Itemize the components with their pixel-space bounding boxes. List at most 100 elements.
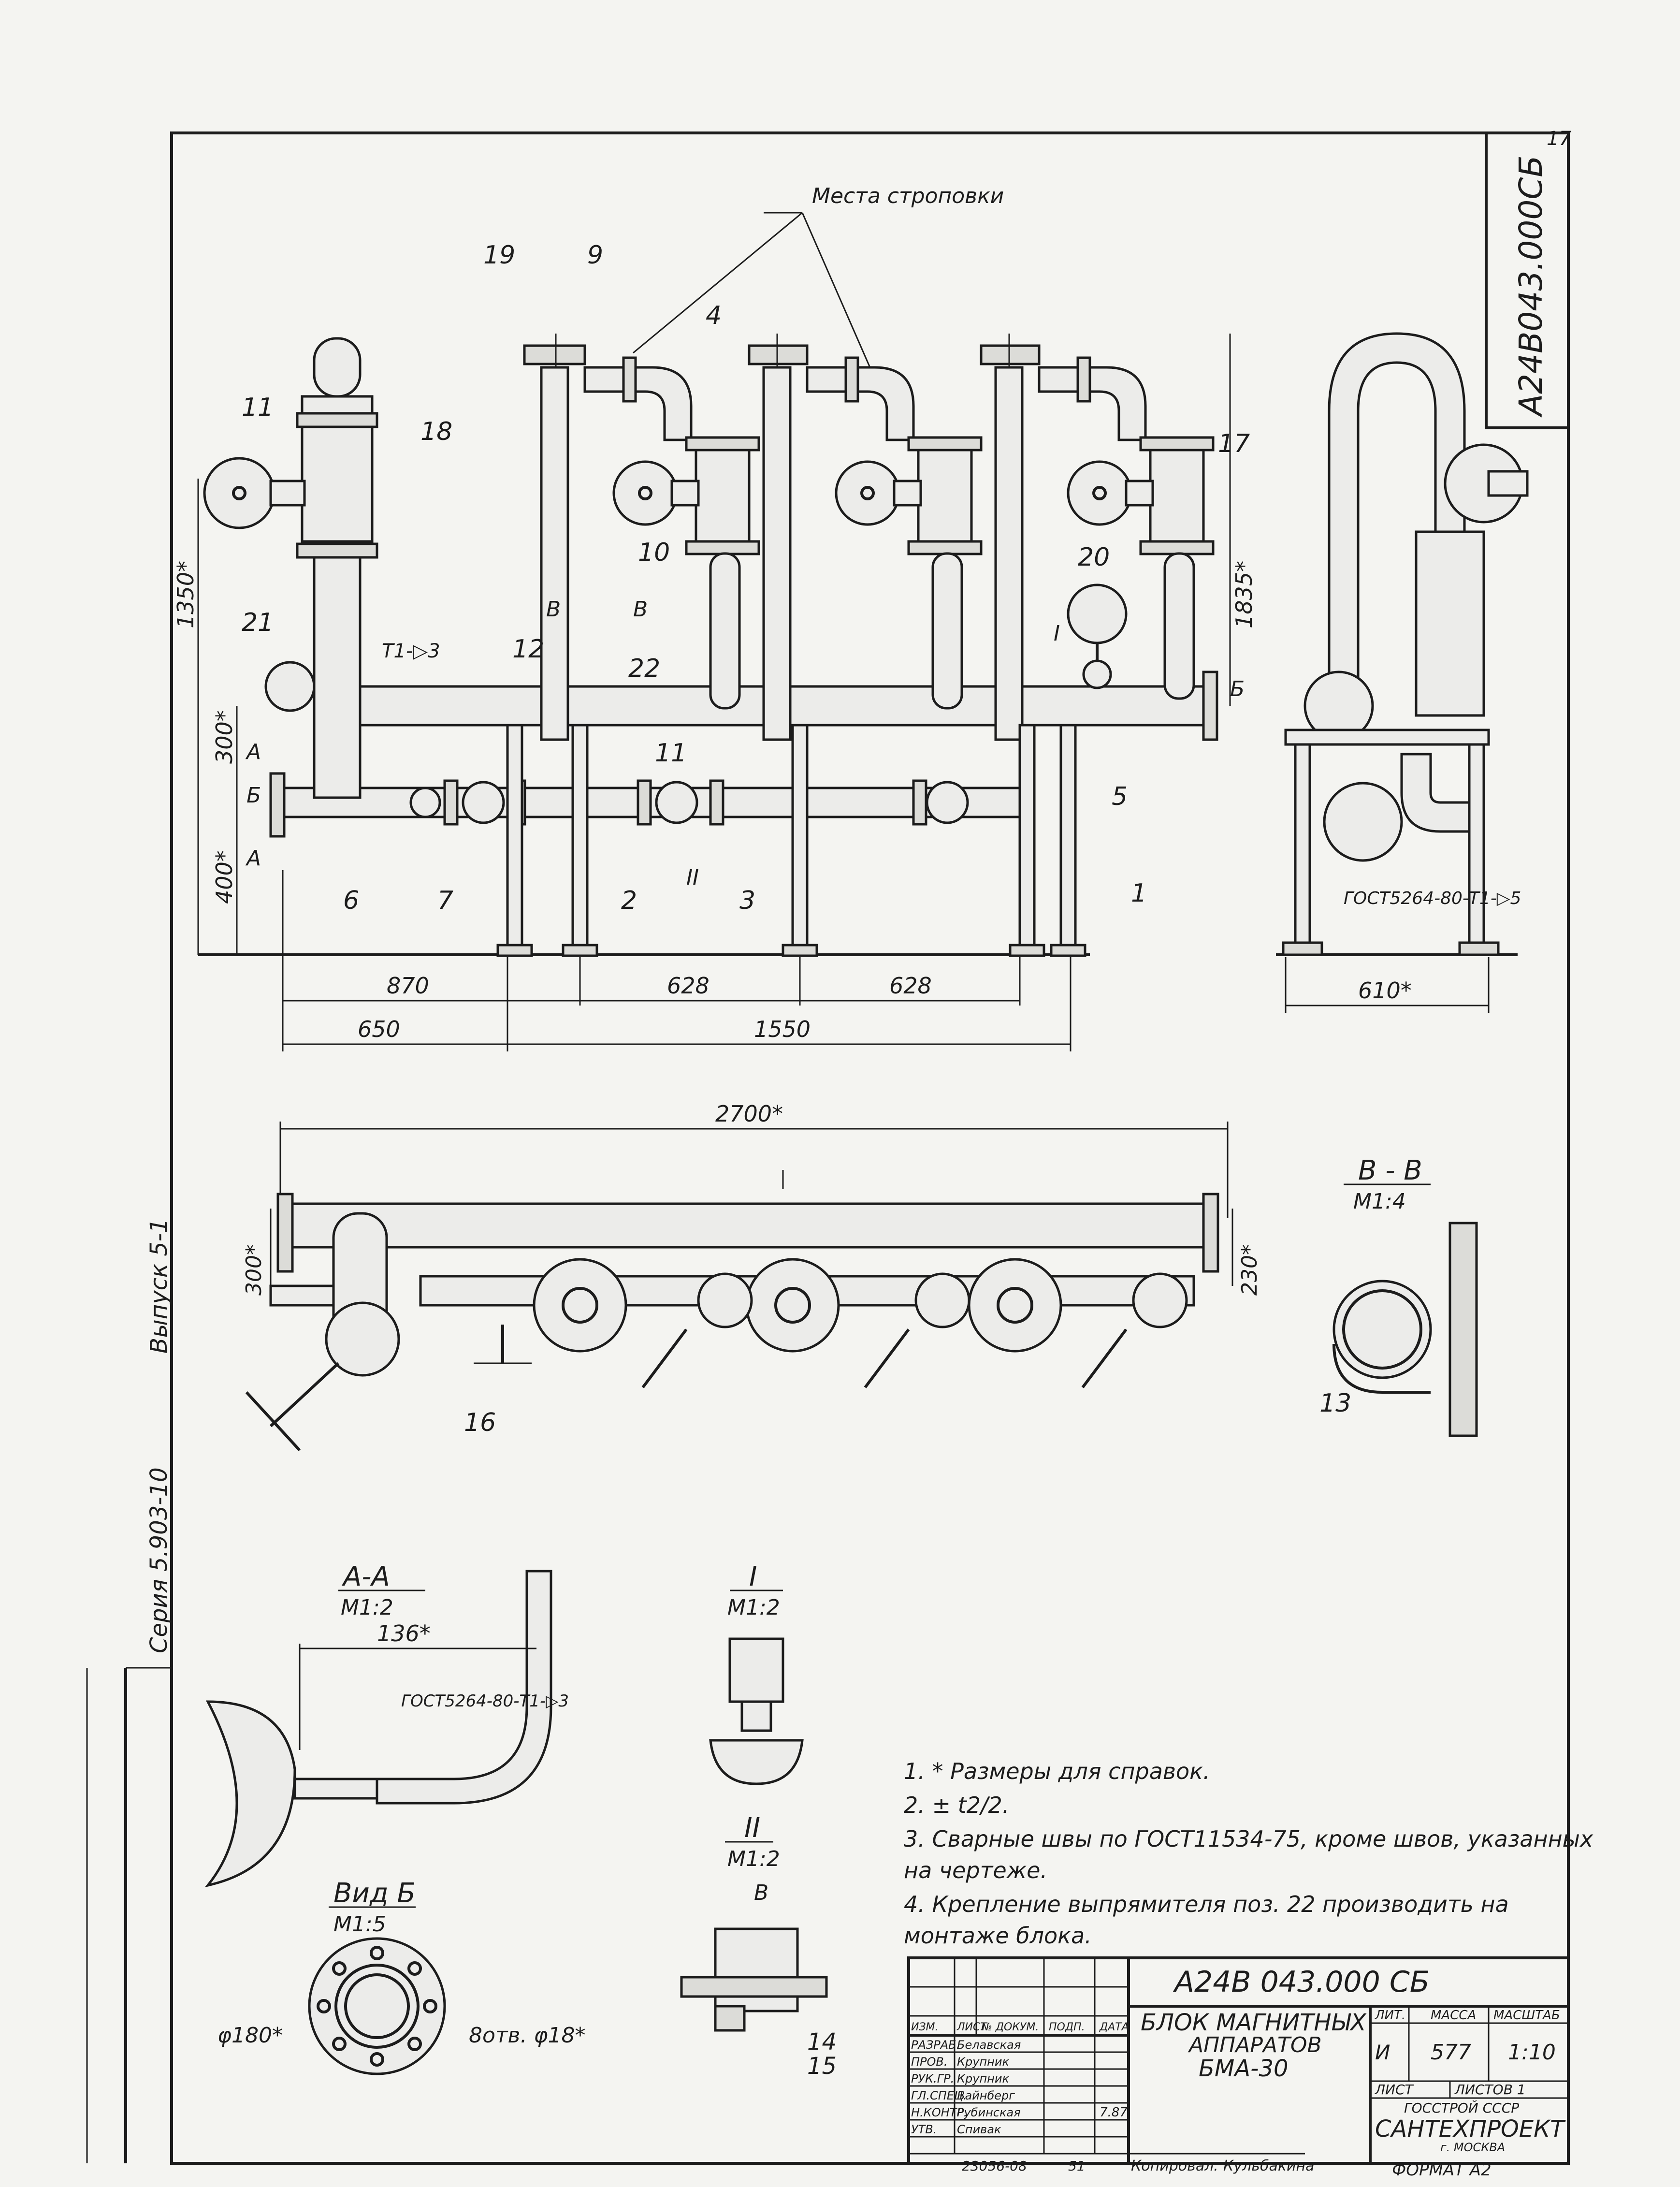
note-2: 2. ± t2/2.: [904, 1792, 1009, 1818]
pos-5: 5: [1112, 782, 1128, 811]
dim-1550: 1550: [754, 1016, 811, 1042]
detail-I: [709, 1589, 804, 1785]
plan-dim-300: 300*: [242, 1244, 266, 1296]
main-front-view: [197, 212, 1231, 1051]
tb-inv-number: 23056-08: [962, 2158, 1027, 2174]
section-AA: [204, 1570, 552, 1887]
pos-20: 20: [1078, 543, 1110, 572]
tb-row-name-1: Белавская: [957, 2038, 1021, 2052]
tb-row-role-3: РУК.ГР.: [911, 2072, 954, 2085]
side-dim-610: 610*: [1358, 977, 1412, 1004]
detail-II: [680, 1841, 828, 2032]
designation-stamp-box: [1485, 131, 1570, 429]
tb-format: ФОРМАТ А2: [1392, 2160, 1492, 2180]
dim-870: 870: [387, 973, 429, 999]
section-AA-scale: М1:2: [341, 1595, 393, 1620]
tb-lit-header: ЛИТ.: [1375, 2008, 1405, 2023]
pos-3: 3: [739, 886, 755, 915]
tb-col-doc: № ДОКУМ.: [981, 2021, 1039, 2033]
pos-11-top: 11: [242, 393, 274, 422]
detail-II-pos-15: 15: [807, 2053, 837, 2080]
tb-row-name-2: Крупник: [957, 2055, 1009, 2069]
note-3b: на чертеже.: [904, 1857, 1047, 1883]
title-block: [907, 1956, 1570, 2165]
detail-II-mark-B: В: [754, 1881, 768, 1905]
detail-II-pos-14: 14: [807, 2028, 837, 2056]
pos-6: 6: [343, 886, 359, 915]
pos-9: 9: [587, 241, 603, 270]
pos-7: 7: [437, 886, 453, 915]
mark-Б-left: Б: [246, 783, 261, 808]
section-AA-gost: ГОСТ5264-80-Т1-▷3: [401, 1691, 569, 1711]
pos-21: 21: [242, 608, 274, 637]
tb-row-name-5: Рубинская: [957, 2106, 1021, 2119]
side-gost-note: ГОСТ5264-80-Т1-▷5: [1344, 889, 1521, 908]
tb-mass-value: 577: [1431, 2040, 1471, 2065]
note-3: 3. Сварные швы по ГОСТ11534-75, кроме шв…: [904, 1826, 1593, 1852]
tb-row-role-6: УТВ.: [911, 2123, 937, 2136]
tb-row-name-6: Спивак: [957, 2123, 1001, 2136]
tb-lit-value: И: [1375, 2041, 1390, 2064]
weld-mark: Т1-▷3: [382, 640, 440, 662]
dim-1835: 1835*: [1231, 561, 1257, 628]
tb-sheet-num: 51: [1068, 2158, 1086, 2174]
tb-org-3: г. МОСКВА: [1440, 2141, 1505, 2154]
pos-12: 12: [512, 635, 544, 664]
issue-text: Выпуск 5-1: [145, 1218, 173, 1354]
dim-300: 300*: [211, 710, 237, 764]
mark-A-top: А: [245, 740, 261, 764]
tb-col-sign: ПОДП.: [1049, 2021, 1085, 2033]
plan-view: [245, 1122, 1233, 1452]
pos-4: 4: [706, 301, 722, 330]
section-BB-title: В - В: [1358, 1155, 1422, 1186]
section-AA-title: А-А: [342, 1561, 390, 1592]
notes: 1. * Размеры для справок. 2. ± t2/2. 3. …: [904, 1758, 1593, 1949]
pos-1: 1: [1131, 879, 1147, 908]
section-AA-dim-136: 136*: [377, 1620, 431, 1647]
page-corner-number: 17: [1547, 128, 1571, 150]
mark-Б-right: Б: [1230, 677, 1245, 701]
pos-2: 2: [621, 886, 637, 915]
plan-dim-2700: 2700*: [715, 1101, 783, 1127]
pos-10: 10: [638, 538, 670, 567]
detail-II-title: II: [744, 1812, 760, 1844]
dim-628-b: 628: [889, 973, 932, 999]
tb-sheet-label: ЛИСТ: [1375, 2082, 1414, 2098]
callout-sling: Места строповки: [812, 184, 1004, 208]
pos-19: 19: [483, 241, 515, 270]
plan-pos-16: 16: [464, 1408, 496, 1437]
detail-II-scale: М1:2: [727, 1847, 780, 1871]
mark-B-right: В: [633, 597, 648, 622]
section-BB-pos-13: 13: [1319, 1389, 1351, 1418]
pos-18: 18: [420, 417, 452, 446]
tb-designation: А24В 043.000 СБ: [1173, 1965, 1430, 1999]
vertical-stamp: А24В043.000СБ: [1512, 155, 1550, 418]
mark-B-left: В: [546, 597, 561, 622]
view-B: [308, 1906, 446, 2075]
tb-row-role-4: ГЛ.СПЕЦ.: [911, 2089, 967, 2102]
dim-628-a: 628: [667, 973, 710, 999]
detail-I-title: I: [749, 1561, 757, 1592]
tb-name-3: БМА-30: [1199, 2055, 1289, 2082]
tb-col-izm: ИЗМ.: [911, 2021, 939, 2033]
tb-date-mark: 7.87: [1100, 2105, 1128, 2120]
mark-A-bottom: А: [245, 846, 261, 871]
pos-22: 22: [628, 654, 660, 683]
tb-row-name-3: Крупник: [957, 2072, 1009, 2085]
pos-11-mid: 11: [655, 739, 687, 768]
tb-col-date: ДАТА: [1099, 2021, 1129, 2033]
tb-sheets-label: ЛИСТОВ 1: [1454, 2082, 1526, 2098]
tb-row-role-5: Н.КОНТР.: [911, 2106, 967, 2119]
tb-name-1: БЛОК МАГНИТНЫХ: [1141, 2009, 1367, 2036]
view-B-scale: М1:5: [333, 1912, 386, 1937]
mark-detail-I: I: [1054, 621, 1060, 646]
note-4b: монтаже блока.: [904, 1923, 1092, 1949]
side-view: [1276, 332, 1529, 1013]
view-B-title: Вид Б: [333, 1878, 416, 1909]
section-BB: [1332, 1183, 1478, 1437]
outer-frame: [170, 131, 1570, 2165]
note-4: 4. Крепление выпрямителя поз. 22 произво…: [904, 1891, 1509, 1917]
section-BB-scale: М1:4: [1353, 1189, 1406, 1214]
note-1: 1. * Размеры для справок.: [904, 1758, 1210, 1784]
